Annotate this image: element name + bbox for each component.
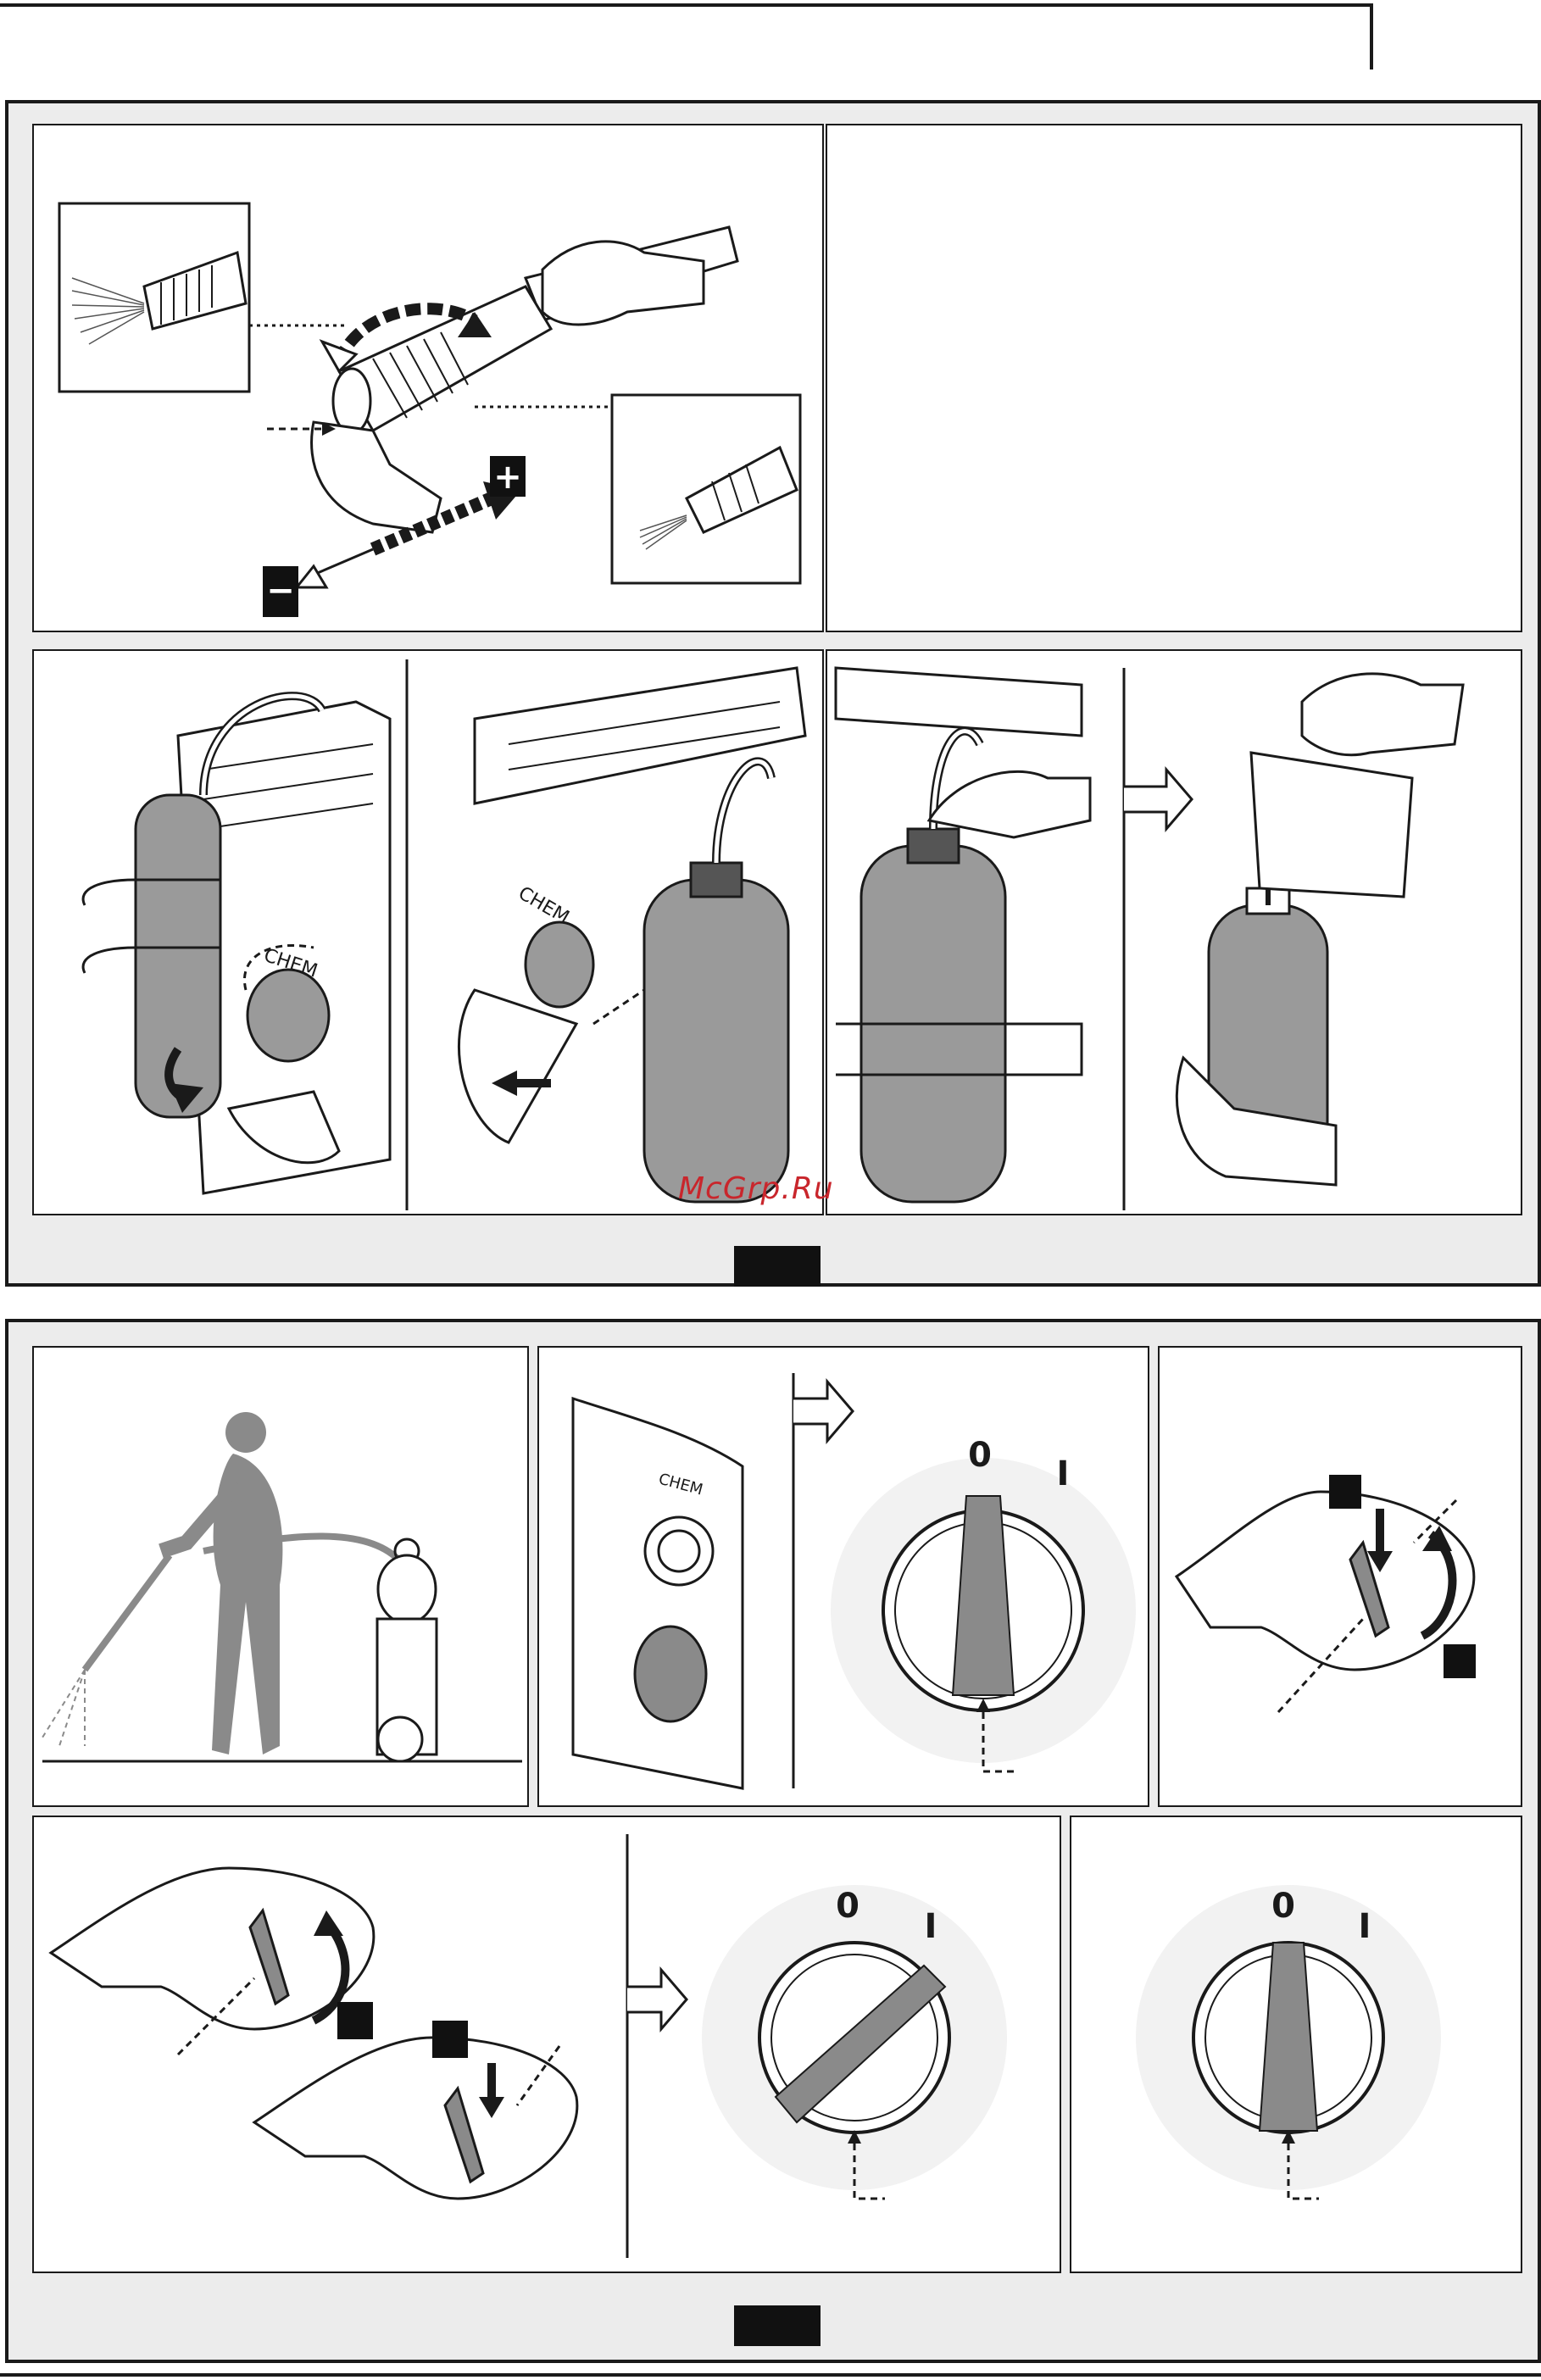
figure-1-tab [734,1246,821,1287]
chevron-right-icon [627,1970,687,2029]
main-switch-illustration: CHEM 0 I [539,1348,1149,1807]
plus-icon: + [493,458,522,497]
panel-trigger-release [1158,1346,1522,1807]
trigger-lock-illustration: 0 I [34,1817,1061,2273]
spray-gun [1177,1492,1474,1670]
trigger-release-illustration [1160,1348,1522,1807]
main-switch-knob [635,1627,706,1721]
dial-off-illustration: 0 I [1071,1817,1522,2273]
panel-dial-off: 0 I [1070,1816,1522,2273]
operator-head [225,1412,266,1453]
step-marker-1 [337,2002,373,2039]
panel-refill-detergent [826,649,1522,1215]
hand-turning-nozzle [312,422,441,532]
step-marker-2 [432,2021,468,2058]
figure-1-sheet: + − [5,100,1541,1287]
step-marker-2 [1444,1644,1476,1678]
hand-pulling-cap [459,990,576,1143]
panel-detergent-cap: CHEM CHEM [32,649,824,1215]
panel-operator-spraying [32,1346,529,1807]
measuring-jug [1251,753,1412,897]
hand-pouring [1302,674,1463,755]
refill-illustration [827,651,1522,1215]
detergent-cap [248,970,329,1061]
dial-mark-off: 0 [968,1436,992,1475]
detergent-cap-illustration: CHEM CHEM [34,651,824,1215]
dial-mark-on: I [1359,1907,1371,1946]
detergent-tank [136,795,220,1117]
header-rule [0,3,1373,7]
detergent-bottle [378,1555,436,1623]
machine-wheel [378,1717,422,1761]
spray-gun-lower [254,2038,577,2199]
spray-gun-upper [51,1868,374,2029]
header-rule-tick [1370,3,1373,70]
nozzle-adjust-illustration: + − [34,125,824,632]
dial-mark-off: 0 [1271,1887,1295,1926]
spray-jet [42,1670,85,1746]
hand-lifting-hose [929,771,1090,837]
chevron-right-icon [793,1382,853,1441]
operator-illustration [34,1348,529,1807]
footer-rule [0,2373,1541,2377]
detergent-tank-removed [644,880,788,1202]
dial-mark-on: I [1057,1454,1070,1493]
figure-2-tab [734,2305,821,2346]
watermark: McGrp.Ru [678,1171,834,1206]
panel-nozzle-adjust: + − [32,124,824,632]
dial-mark-off: 0 [836,1887,860,1926]
step-marker-1 [1329,1475,1361,1509]
figure-2-sheet: CHEM 0 I [5,1319,1541,2363]
dial-mark-on: I [925,1907,937,1946]
chevron-right-icon [1124,770,1192,829]
spray-lance [85,1555,170,1670]
panel-trigger-lock: 0 I [32,1816,1061,2273]
panel-blank [826,124,1522,632]
minus-icon: − [266,571,295,610]
panel-main-switch: CHEM 0 I [537,1346,1149,1807]
